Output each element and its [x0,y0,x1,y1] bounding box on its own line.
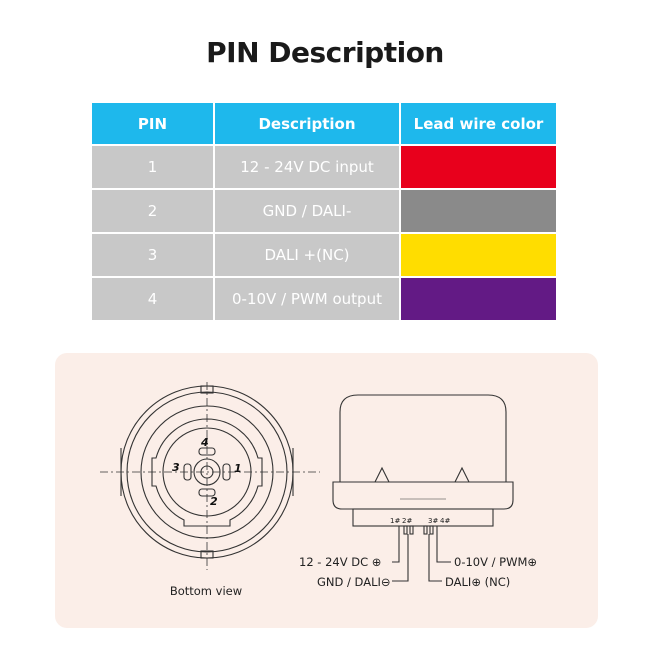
page-title: PIN Description [206,36,444,69]
bottom-view-drawing [100,382,320,570]
row2-description: GND / DALI- [215,190,399,232]
header-description: Description [215,103,399,144]
bottom-pin-1: 1 [234,462,242,475]
callout-pin2: GND / DALI⊖ [317,575,391,589]
row2-color-swatch [401,190,556,232]
row4-color-swatch [401,278,556,320]
bottom-pin-3: 3 [172,461,180,474]
row1-color-swatch [401,146,556,188]
bottom-pin-4: 4 [200,436,209,449]
bottom-pin-2: 2 [210,495,218,508]
side-pin-mark-2: 2# [402,517,412,525]
diagram-panel [55,353,598,628]
row1-description: 12 - 24V DC input [215,146,399,188]
header-lead-wire-color: Lead wire color [401,103,556,144]
row3-color-swatch [401,234,556,276]
side-pin-mark-3: 3# [428,517,438,525]
side-pin-mark-1: 1# [390,517,400,525]
header-pin: PIN [92,103,213,144]
row3-pin: 3 [92,234,213,276]
callout-pin4: 0-10V / PWM⊕ [454,555,538,569]
pin-table: PIN Description Lead wire color 1 12 - 2… [92,103,556,320]
row2-pin: 2 [92,190,213,232]
row1-pin: 1 [92,146,213,188]
bottom-view-caption: Bottom view [169,584,243,598]
row4-description: 0-10V / PWM output [215,278,399,320]
row4-pin: 4 [92,278,213,320]
callout-pin3: DALI⊕ (NC) [445,575,511,589]
side-pin-mark-4: 4# [440,517,450,525]
row3-description: DALI +(NC) [215,234,399,276]
side-view-drawing [332,394,514,582]
callout-pin1: 12 - 24V DC ⊕ [299,555,382,569]
